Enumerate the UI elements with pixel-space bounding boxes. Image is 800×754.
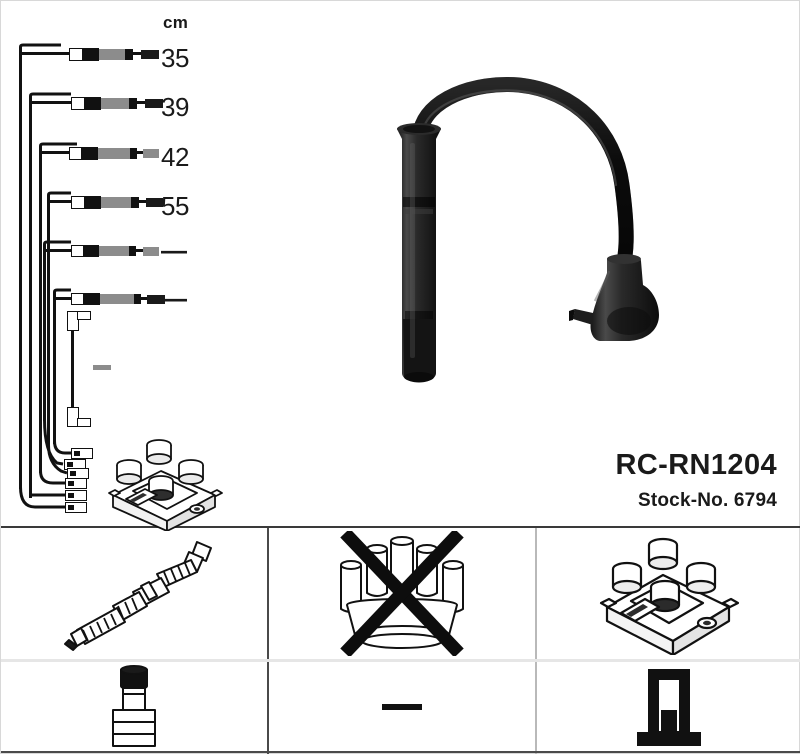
lead-sleeve xyxy=(101,197,131,208)
lead-wire xyxy=(43,249,71,252)
lead-boot xyxy=(85,196,101,209)
lead-terminal xyxy=(146,198,163,207)
panel-row-divider xyxy=(1,659,800,662)
lead-boot xyxy=(85,97,101,110)
product-code: RC-RN1204 xyxy=(615,449,777,481)
lead-row-3 xyxy=(39,145,189,161)
panel-ignition-coil-top xyxy=(537,528,800,659)
ignition-coil-pack-icon xyxy=(589,533,749,655)
lead-row-5 xyxy=(43,243,193,259)
lead-row-4 xyxy=(47,194,197,210)
product-stock-number: Stock-No. 6794 xyxy=(637,490,777,511)
bundle-elbow-paths xyxy=(19,43,77,509)
aux-cable-wire xyxy=(71,331,74,409)
lead-collar xyxy=(130,148,137,159)
lead-collar xyxy=(131,197,139,208)
main-diagram-area: cm 35 39 xyxy=(1,1,800,531)
lead-sleeve xyxy=(101,98,129,109)
panel-spark-plug-bottom xyxy=(1,659,267,754)
distributor-cap-icon xyxy=(327,531,477,656)
lead-wire-tail xyxy=(136,249,143,252)
lead-ferrule xyxy=(69,147,82,160)
spark-plug-icon xyxy=(47,534,222,654)
lead-terminal xyxy=(143,247,159,256)
length-label-5: — xyxy=(161,235,187,265)
dash-icon xyxy=(382,703,422,710)
lead-wire xyxy=(47,200,71,203)
lead-collar xyxy=(125,49,133,60)
panel-divider-right xyxy=(535,528,537,754)
lead-collar xyxy=(129,246,136,256)
aux-cable-length-dash xyxy=(93,365,111,370)
lead-ferrule xyxy=(71,245,84,257)
aux-connector-bottom-arm xyxy=(77,418,91,427)
bundle-wire-3 xyxy=(39,148,42,473)
panel-spark-plug-top xyxy=(1,528,267,659)
lead-terminal xyxy=(145,99,163,108)
lead-collar xyxy=(134,294,141,304)
lead-row-2 xyxy=(29,95,179,111)
terminal-6 xyxy=(65,502,87,513)
lead-boot xyxy=(84,293,100,305)
lead-ferrule xyxy=(69,48,83,61)
lead-boot xyxy=(84,245,99,257)
lead-row-1 xyxy=(19,46,169,62)
assembly-ignition-coil-pack xyxy=(93,433,233,531)
panel-ignition-coil-bottom xyxy=(537,659,800,754)
length-label-6: — xyxy=(161,283,187,313)
lead-ferrule xyxy=(71,196,85,209)
lead-wire-tail xyxy=(137,101,145,104)
terminal-4 xyxy=(65,478,87,489)
length-label-4: 55 xyxy=(161,191,189,221)
aux-connector-top xyxy=(67,311,79,331)
length-label-3: 42 xyxy=(161,142,189,172)
length-label-2: 39 xyxy=(161,92,189,122)
cable-bundle-routing xyxy=(1,1,241,528)
lead-wire-tail xyxy=(139,200,146,203)
plug-boot-icon xyxy=(99,664,169,750)
aux-connector-bottom xyxy=(67,407,79,427)
panel-distributor-cap-bottom xyxy=(269,659,535,754)
panel-distributor-cap-top xyxy=(269,528,535,659)
lead-boot xyxy=(83,48,99,61)
lead-ferrule xyxy=(71,97,85,110)
lead-wire-tail xyxy=(133,52,141,55)
application-panels xyxy=(1,528,800,754)
lead-sleeve xyxy=(99,246,129,256)
bundle-wire-6 xyxy=(53,294,56,444)
lead-sleeve xyxy=(99,49,125,60)
lead-wire-tail xyxy=(137,151,143,154)
hero-ignition-cable xyxy=(379,73,679,443)
panel-divider-left xyxy=(267,528,269,754)
lead-wire xyxy=(19,52,69,55)
auxiliary-cable xyxy=(63,311,123,427)
terminal-1 xyxy=(71,448,93,459)
lead-collar xyxy=(129,98,137,109)
bundle-wire-1 xyxy=(19,49,22,489)
lead-wire xyxy=(53,297,71,300)
lead-row-6 xyxy=(53,291,203,307)
length-label-1: 35 xyxy=(161,43,189,73)
terminal-5 xyxy=(65,490,87,501)
lead-wire xyxy=(39,151,69,154)
lead-sleeve xyxy=(98,148,130,159)
coil-terminal-icon xyxy=(631,666,707,748)
lead-ferrule xyxy=(71,293,84,305)
lead-terminal xyxy=(147,295,165,304)
lead-sleeve xyxy=(100,294,134,304)
lead-wire xyxy=(29,101,71,104)
lead-wire-tail xyxy=(141,297,147,300)
bundle-wire-5 xyxy=(43,246,46,421)
lead-terminal xyxy=(141,50,159,59)
sheet-bottom-edge xyxy=(1,751,800,753)
bundle-wire-2 xyxy=(29,98,32,498)
bundle-wire-4 xyxy=(47,197,50,447)
lead-terminal xyxy=(143,149,159,158)
aux-connector-top-arm xyxy=(77,311,91,320)
unit-header-cm: cm xyxy=(163,13,189,32)
lead-boot xyxy=(82,147,98,160)
